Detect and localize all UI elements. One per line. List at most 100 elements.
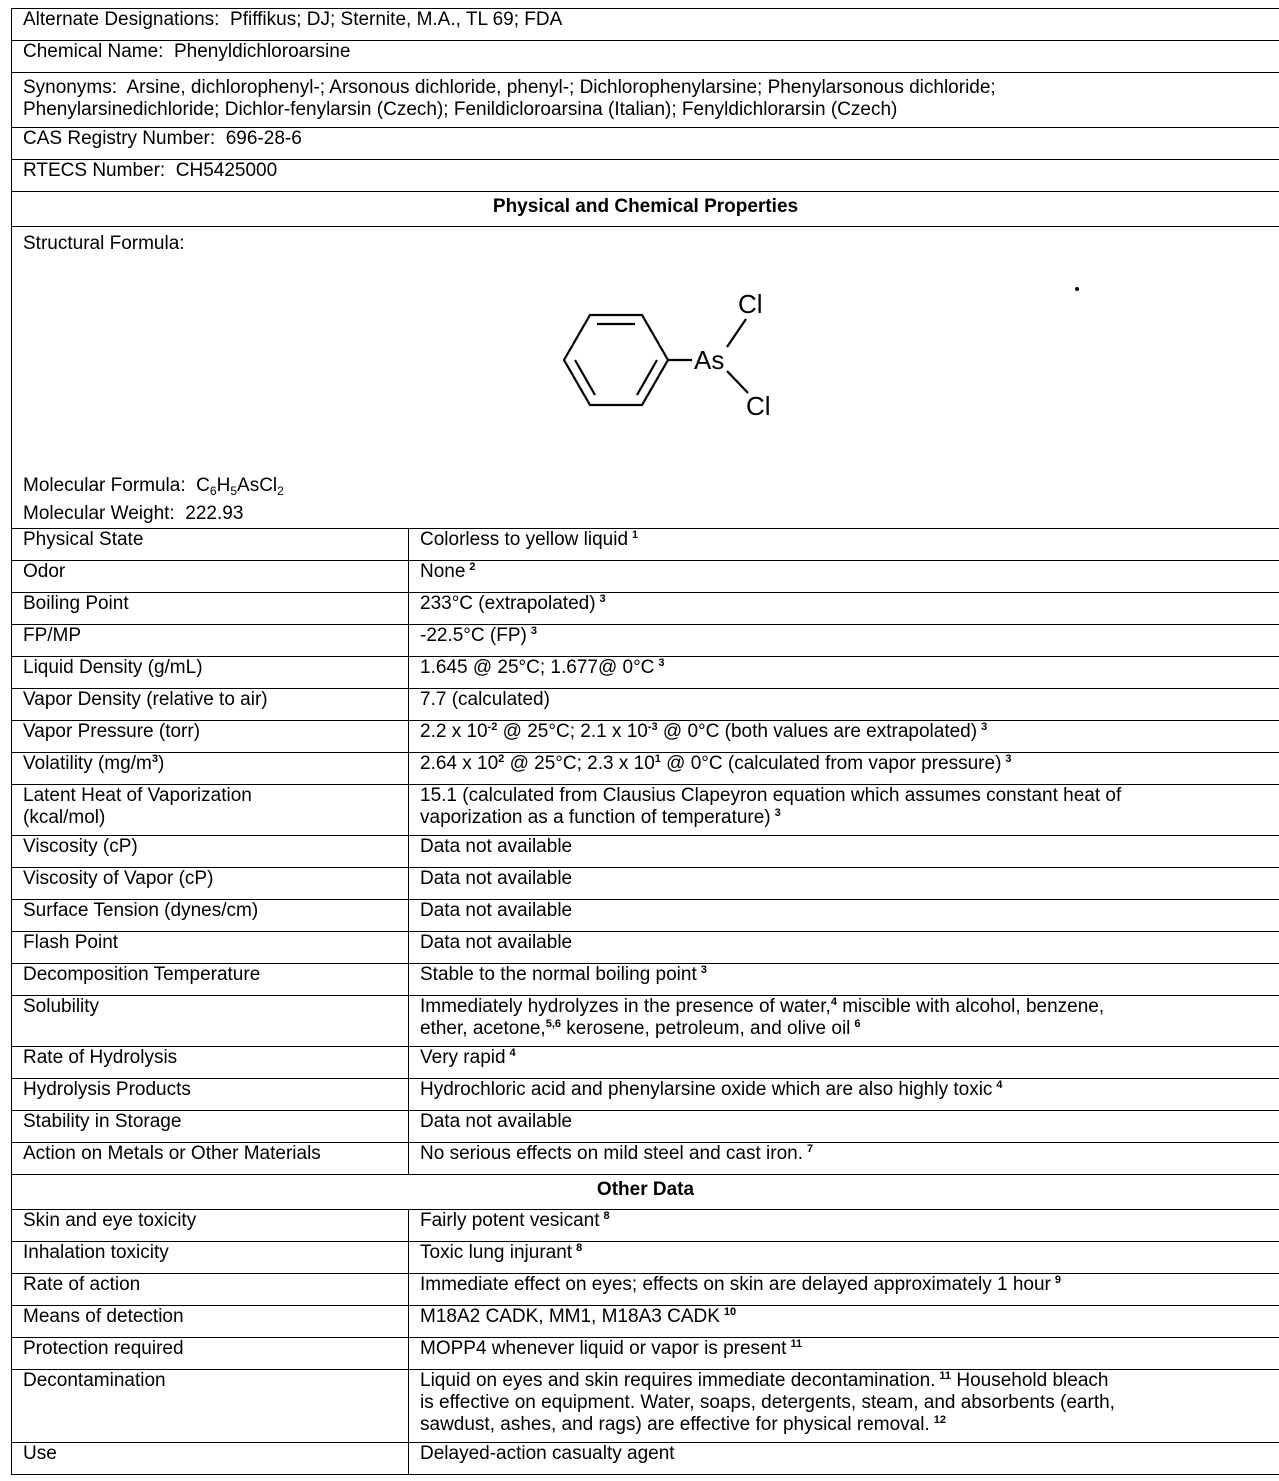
properties-9-value: Data not available [420, 836, 573, 858]
properties-3-value: -22.5°C (FP) [420, 625, 527, 647]
chemical-name-label: Chemical Name: [23, 41, 164, 63]
physical-chemical-section-row: Physical and Chemical Properties [11, 191, 1279, 227]
properties-14-v-d: kerosene, petroleum, and olive oil [561, 1018, 851, 1039]
properties-0-ref: 1 [632, 529, 639, 541]
property-row: Vapor Density (relative to air) 7.7 (calc… [11, 688, 1279, 721]
properties-7-v-b-exp: 1 [654, 753, 661, 765]
property-row: Surface Tension (dynes/cm) Data not avail… [11, 899, 1279, 932]
properties-14-label: Solubility [11, 995, 409, 1047]
other-5-v-a: Liquid on eyes and skin requires immedia… [420, 1370, 936, 1392]
other-1-label: Inhalation toxicity [11, 1241, 409, 1274]
properties-14-v-b: miscible with alcohol, benzene, [836, 996, 1105, 1018]
atom-cl-top: Cl [738, 289, 763, 319]
other-0-ref: 8 [603, 1210, 610, 1222]
properties-14-ref: 6 [854, 1018, 861, 1030]
other-5-ref-a: 11 [939, 1370, 952, 1382]
rtecs-number-row: RTECS Number: CH5425000 [11, 159, 1279, 192]
alternate-designations-value: Pfiffikus; DJ; Sternite, M.A., TL 69; FD… [230, 9, 563, 31]
property-row: Viscosity (cP) Data not available [11, 835, 1279, 868]
other-data-row: Decontamination Liquid on eyes and skin r… [11, 1369, 1279, 1443]
stray-dot [1075, 287, 1079, 291]
molecular-weight-value: 222.93 [185, 503, 244, 524]
other-0-value: Fairly potent vesicant [420, 1210, 600, 1232]
atom-cl-bottom: Cl [746, 391, 771, 421]
properties-8-label-b: (kcal/mol) [23, 807, 106, 828]
properties-11-label: Surface Tension (dynes/cm) [11, 899, 409, 932]
properties-6-v-b: @ 25°C; 2.1 x 10 [497, 721, 648, 743]
properties-17-label: Stability in Storage [11, 1110, 409, 1143]
other-4-value: MOPP4 whenever liquid or vapor is presen… [420, 1338, 787, 1360]
other-5-ref: 12 [933, 1414, 946, 1426]
property-row: Vapor Pressure (torr)2.2 x 10-2 @ 25°C; … [11, 720, 1279, 753]
other-1-value: Toxic lung injurant [420, 1242, 573, 1264]
molecular-weight-label: Molecular Weight: [23, 503, 175, 524]
molecular-formula-parts-4: AsCl [237, 475, 278, 496]
properties-4-value: 1.645 @ 25°C; 1.677@ 0°C [420, 657, 655, 679]
other-6-label: Use [11, 1442, 409, 1475]
properties-15-value: Very rapid [420, 1047, 506, 1069]
molecular-formula-parts-5: 2 [277, 484, 284, 498]
properties-7-v-b: @ 25°C; 2.3 x 10 [504, 753, 655, 775]
rtecs-number-value: CH5425000 [175, 160, 278, 182]
atom-as: As [694, 345, 724, 375]
properties-13-ref: 3 [700, 964, 707, 976]
properties-14-ref-a: 4 [830, 996, 837, 1008]
properties-13-value: Stable to the normal boiling point [420, 964, 697, 986]
properties-6-v-c: @ 0°C (both values are extrapolated) [657, 721, 978, 743]
ring-double-bond-3 [574, 359, 596, 396]
property-row: FP/MP -22.5°C (FP)3 [11, 624, 1279, 657]
properties-5-label: Vapor Density (relative to air) [11, 688, 409, 721]
properties-7-v-a: 2.64 x 10 [420, 753, 499, 775]
molecular-formula-parts-2: H [216, 475, 231, 496]
properties-17-value: Data not available [420, 1111, 573, 1133]
properties-1-ref: 2 [469, 561, 476, 573]
ring-double-bond-2 [636, 359, 658, 396]
properties-16-value: Hydrochloric acid and phenylarsine oxide… [420, 1079, 993, 1101]
properties-6-v-a-exp: -2 [487, 721, 498, 733]
properties-5-value: 7.7 (calculated) [420, 689, 550, 711]
properties-9-label: Viscosity (cP) [11, 835, 409, 868]
properties-11-value: Data not available [420, 900, 573, 922]
other-data-row: Use Delayed-action casualty agent [11, 1442, 1279, 1475]
other-data-section-row: Other Data [11, 1174, 1279, 1210]
molecular-weight: Molecular Weight: 222.93 [23, 500, 1279, 528]
section-title-physical-chemical: Physical and Chemical Properties [11, 191, 1279, 227]
properties-6-v-a: 2.2 x 10 [420, 721, 488, 743]
properties-3-ref: 3 [530, 625, 537, 637]
chemical-name-row: Chemical Name: Phenyldichloroarsine [11, 40, 1279, 73]
cas-number-label: CAS Registry Number: [23, 128, 216, 150]
alternate-designations-label: Alternate Designations: [23, 9, 220, 31]
property-row: Stability in Storage Data not available [11, 1110, 1279, 1143]
other-6-value: Delayed-action casualty agent [420, 1443, 675, 1465]
properties-15-label: Rate of Hydrolysis [11, 1046, 409, 1079]
properties-15-ref: 4 [509, 1047, 516, 1059]
property-row: Latent Heat of Vaporization(kcal/mol)15.… [11, 784, 1279, 836]
cas-number-row: CAS Registry Number: 696-28-6 [11, 127, 1279, 160]
other-2-ref: 9 [1054, 1274, 1062, 1286]
properties-0-label: Physical State [11, 528, 409, 561]
other-2-value: Immediate effect on eyes; effects on ski… [420, 1274, 1051, 1296]
properties-2-ref: 3 [599, 593, 606, 605]
properties-6-v-b-exp: -3 [647, 721, 658, 733]
properties-7-label-b: ) [157, 753, 165, 775]
properties-16-ref: 4 [996, 1079, 1003, 1091]
properties-7-v-a-exp: 2 [498, 753, 505, 765]
molecular-formula-parts-0: C [196, 475, 210, 496]
properties-10-value: Data not available [420, 868, 573, 890]
other-5-label: Decontamination [11, 1369, 409, 1443]
properties-3-label: FP/MP [11, 624, 409, 657]
properties-7-ref: 3 [1005, 753, 1012, 765]
molecular-info-row: Molecular Formula: C6H5AsCl2 Molecular W… [11, 472, 1279, 529]
properties-2-label: Boiling Point [11, 592, 409, 625]
